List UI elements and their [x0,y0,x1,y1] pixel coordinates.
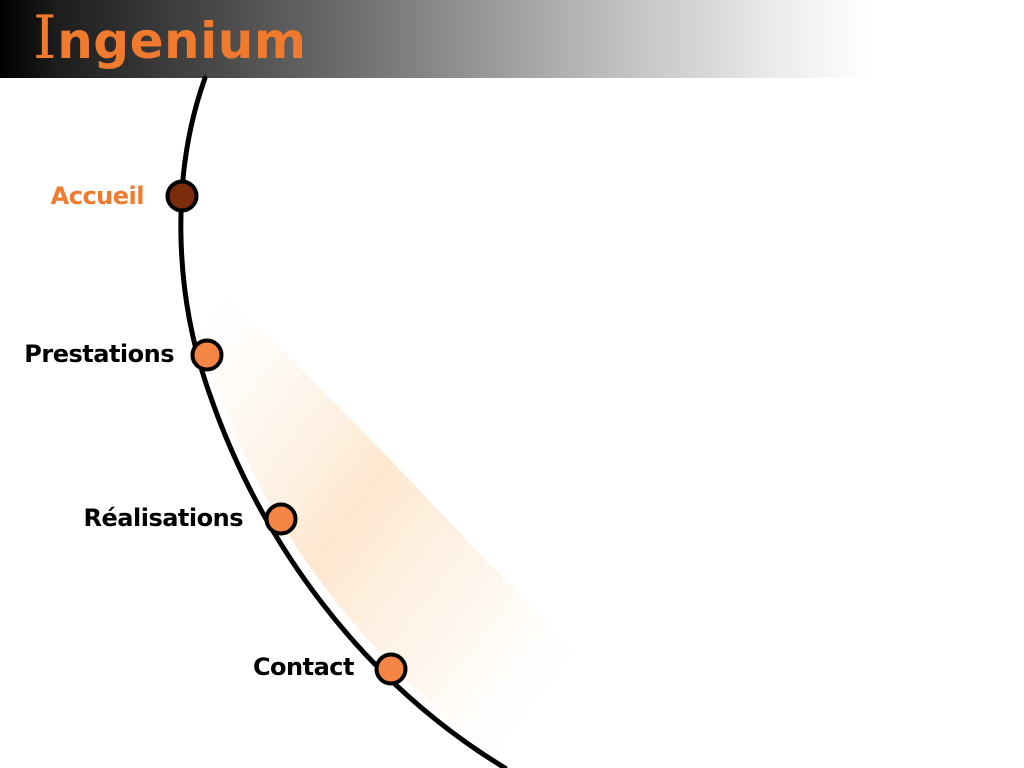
nav-link-contact[interactable]: Contact [252,653,355,681]
brand-logo-initial: I [33,3,58,73]
nav-dot-realisations[interactable] [264,502,298,536]
arc-glow [195,300,700,768]
nav-dot-accueil[interactable] [165,179,199,213]
nav-dot-prestations[interactable] [190,338,224,372]
nav-dot-contact[interactable] [374,652,408,686]
brand-logo[interactable]: Ingenium [33,2,306,77]
nav-link-realisations[interactable]: Réalisations [83,504,244,532]
nav-link-prestations[interactable]: Prestations [24,340,174,368]
nav-link-accueil[interactable]: Accueil [50,182,145,210]
header-bar: Ingenium [0,0,1024,78]
brand-logo-text: ngenium [57,12,307,70]
